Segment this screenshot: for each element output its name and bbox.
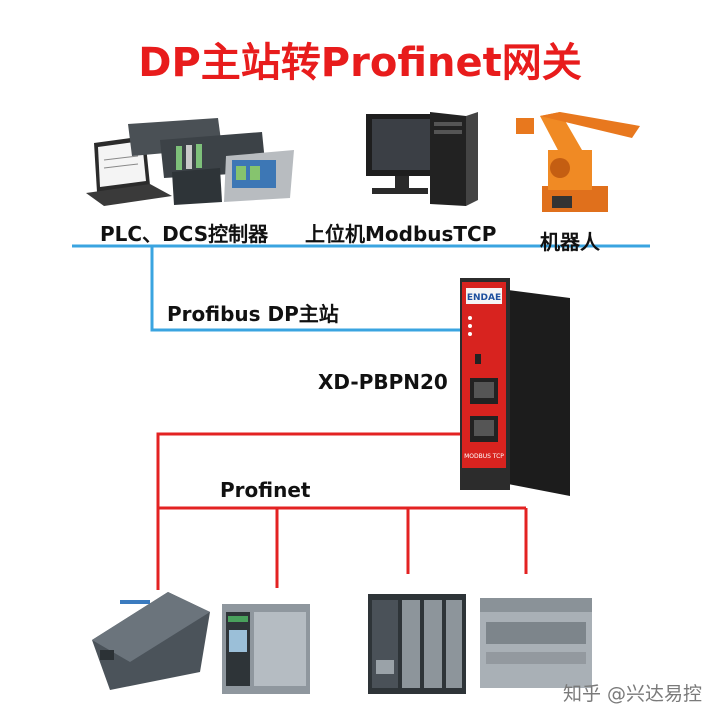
gateway-port-label: MODBUS TCP	[464, 453, 504, 460]
hmi-panel-icon	[224, 150, 294, 202]
plc-dcs-label: PLC、DCS控制器	[100, 222, 269, 246]
plc-device-icon	[480, 598, 592, 688]
plc-device-icon	[368, 594, 466, 694]
profibus-master-label: Profibus DP主站	[167, 302, 339, 326]
plc-device-icon	[92, 592, 210, 690]
robot-arm-icon	[516, 112, 640, 212]
plc-device-icon	[222, 604, 310, 694]
watermark: 知乎 @兴达易控	[562, 683, 702, 705]
diagram-title: DP主站转Profinet网关	[138, 40, 582, 86]
pc-tower-icon	[430, 112, 478, 206]
robot-label: 机器人	[540, 230, 600, 254]
profibus-bus	[72, 244, 650, 332]
gateway-logo: ENDAE	[467, 293, 501, 303]
profinet-label: Profinet	[220, 478, 311, 502]
profinet-bus	[156, 432, 528, 590]
host-modbus-label: 上位机ModbusTCP	[305, 222, 497, 246]
gateway-device-icon: ENDAE MODBUS TCP	[460, 278, 570, 496]
monitor-icon	[366, 114, 438, 194]
gateway-model-label: XD-PBPN20	[318, 370, 448, 394]
